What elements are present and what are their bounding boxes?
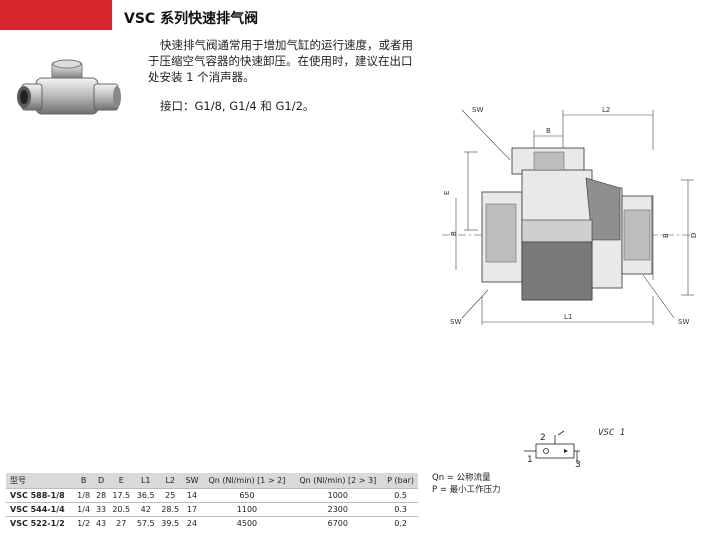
col-e: E [109,473,134,489]
table-cell: 14 [182,488,202,503]
table-cell: 0.2 [383,516,418,530]
table-cell: 36.5 [133,488,158,503]
table-cell: 39.5 [157,516,183,530]
dim-label-b: B [546,127,551,135]
legend: Qn = 公称流量 P = 最小工作压力 [432,472,501,496]
table-row: VSC 522-1/2 1/2 43 27 57.5 39.5 24 4500 … [6,516,418,530]
col-b: B [74,473,94,489]
dim-label-l2: L2 [602,106,610,114]
table-cell: 27 [109,516,134,530]
col-p: P (bar) [383,473,418,489]
table-cell: 650 [201,488,293,503]
col-l2: L2 [157,473,183,489]
symbol-port-2: 2 [540,433,546,443]
col-model: 型号 [6,473,75,489]
table-cell: 43 [93,516,109,530]
table-cell: 0.5 [383,488,418,503]
table-cell: 4500 [201,516,293,530]
ports-text: 接口：G1/8, G1/4 和 G1/2。 [160,99,315,113]
table-cell: 28.5 [157,502,183,517]
table-cell: 1/8 [74,488,94,503]
page-title: VSC 系列快速排气阀 [124,11,259,27]
table-cell: 33 [93,502,109,517]
dim-label-d: D [690,233,698,238]
table-cell: 42 [133,502,158,517]
table-cell: 2300 [292,502,384,517]
legend-p: P = 最小工作压力 [432,485,501,495]
table-cell: 1/4 [74,502,94,517]
table-cell: 1000 [292,488,384,503]
dim-label-b-right: B [662,233,670,238]
table-cell: VSC 522-1/2 [6,516,75,530]
col-l1: L1 [133,473,158,489]
spec-table: 型号 B D E L1 L2 SW Qn (Nl/min) [1 > 2] Qn… [6,473,418,530]
dim-label-e: E [443,191,451,195]
table-cell: 20.5 [109,502,134,517]
table-cell: 25 [157,488,183,503]
table-cell: 28 [93,488,109,503]
dim-label-b-left: B [450,231,458,236]
symbol-port-1: 1 [527,455,533,465]
symbol-port-3: 3 [575,460,581,470]
pneumatic-symbol-icon [524,430,580,463]
table-row: VSC 588-1/8 1/8 28 17.5 36.5 25 14 650 1… [6,488,418,503]
table-cell: 6700 [292,516,384,530]
dim-label-sw-bottom-right: SW [678,318,689,326]
col-sw: SW [182,473,202,489]
table-cell: 17 [182,502,202,517]
brand-color-tab [0,0,112,30]
symbol-label: VSC 1 [598,428,626,438]
table-cell: VSC 544-1/4 [6,502,75,517]
table-header-row: 型号 B D E L1 L2 SW Qn (Nl/min) [1 > 2] Qn… [6,473,418,489]
col-d: D [93,473,109,489]
dim-label-l1: L1 [564,313,572,321]
table-cell: 24 [182,516,202,530]
table-cell: 0.3 [383,502,418,517]
table-cell: 1100 [201,502,293,517]
table-row: VSC 544-1/4 1/4 33 20.5 42 28.5 17 1100 … [6,502,418,517]
table-cell: 17.5 [109,488,134,503]
col-qn-2-3: Qn (Nl/min) [2 > 3] [292,473,384,489]
table-cell: VSC 588-1/8 [6,488,75,503]
description-text: 快速排气阀通常用于增加气缸的运行速度，或者用于压缩空气容器的快速卸压。在使用时，… [148,38,413,84]
product-photo [17,59,121,115]
col-qn-1-2: Qn (Nl/min) [1 > 2] [201,473,293,489]
dim-label-sw-top: SW [472,106,483,114]
table-cell: 57.5 [133,516,158,530]
legend-qn: Qn = 公称流量 [432,473,491,483]
dim-label-sw-bottom-left: SW [450,318,461,326]
cross-section-drawing: SW B L2 E B D B L1 SW SW [442,106,698,326]
table-cell: 1/2 [74,516,94,530]
